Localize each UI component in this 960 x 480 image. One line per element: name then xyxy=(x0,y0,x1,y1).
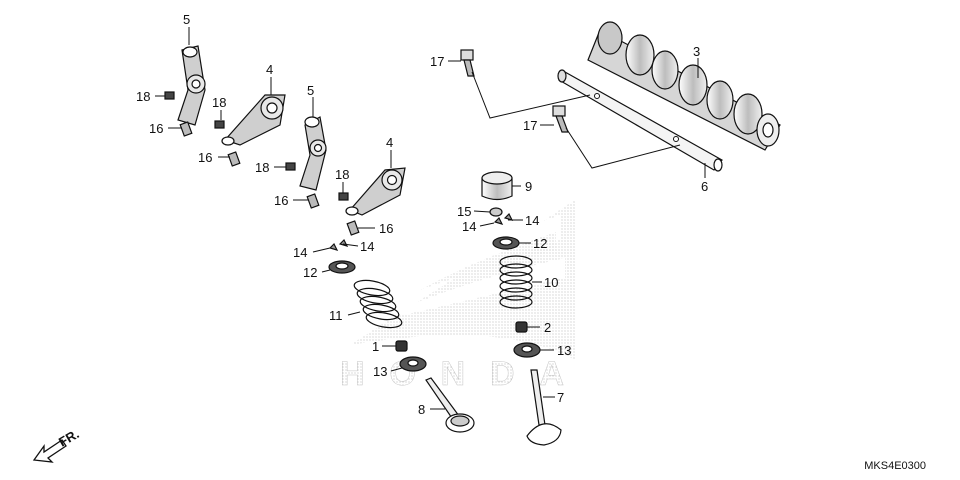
callout-13: 13 xyxy=(557,343,571,358)
callout-5: 5 xyxy=(307,83,314,98)
callout-16: 16 xyxy=(274,193,288,208)
callout-18: 18 xyxy=(212,95,226,110)
callout-labels: 5 18 16 4 18 16 5 18 16 4 18 16 14 14 12… xyxy=(136,12,708,417)
callout-14: 14 xyxy=(462,219,476,234)
spring-seat-13-right xyxy=(513,342,541,358)
callout-13: 13 xyxy=(373,364,387,379)
leader-lines xyxy=(155,27,706,410)
rocker-arm-4-right xyxy=(345,167,406,216)
callout-15: 15 xyxy=(457,204,471,219)
callout-4: 4 xyxy=(266,62,273,77)
callout-3: 3 xyxy=(693,44,700,59)
spring-retainer-12-right xyxy=(492,236,520,250)
valve-7 xyxy=(526,369,562,446)
callout-2: 2 xyxy=(544,320,551,335)
shim-15 xyxy=(489,207,503,217)
callout-8: 8 xyxy=(418,402,425,417)
callout-17: 17 xyxy=(523,118,537,133)
cotters-14 xyxy=(328,212,514,251)
rocker-arm-5-left xyxy=(177,45,206,126)
callout-16: 16 xyxy=(198,150,212,165)
callout-9: 9 xyxy=(525,179,532,194)
callout-14: 14 xyxy=(360,239,374,254)
bolt-17-lower xyxy=(552,105,569,133)
callout-4: 4 xyxy=(386,135,393,150)
callout-12: 12 xyxy=(533,236,547,251)
rocker-arm-4-left xyxy=(221,94,286,146)
callout-16: 16 xyxy=(149,121,163,136)
callout-14: 14 xyxy=(293,245,307,260)
diagram-code: MKS4E0300 xyxy=(864,460,926,472)
callout-17: 17 xyxy=(430,54,444,69)
callout-7: 7 xyxy=(557,390,564,405)
callout-12: 12 xyxy=(303,265,317,280)
callout-16: 16 xyxy=(379,221,393,236)
front-direction-arrow: FR. xyxy=(32,426,82,463)
adjust-screws-and-nuts xyxy=(164,91,360,236)
rocker-shaft xyxy=(557,69,723,172)
callout-5: 5 xyxy=(183,12,190,27)
rocker-arm-5-right xyxy=(299,116,327,191)
callout-6: 6 xyxy=(701,179,708,194)
camshaft xyxy=(587,21,781,151)
stem-seal-1 xyxy=(395,340,408,352)
callout-18: 18 xyxy=(255,160,269,175)
valve-spring-10 xyxy=(499,255,533,309)
spring-retainer-12-left xyxy=(328,260,356,274)
callout-1: 1 xyxy=(372,339,379,354)
valve-spring-11 xyxy=(353,279,403,329)
valve-lifter-9 xyxy=(481,171,513,201)
callout-14: 14 xyxy=(525,213,539,228)
callout-18: 18 xyxy=(136,89,150,104)
callout-10: 10 xyxy=(544,275,558,290)
stem-seal-2 xyxy=(515,321,528,333)
valve-8 xyxy=(425,377,475,433)
callout-11: 11 xyxy=(329,308,343,323)
callout-18: 18 xyxy=(335,167,349,182)
spring-seat-13-left xyxy=(399,356,427,372)
